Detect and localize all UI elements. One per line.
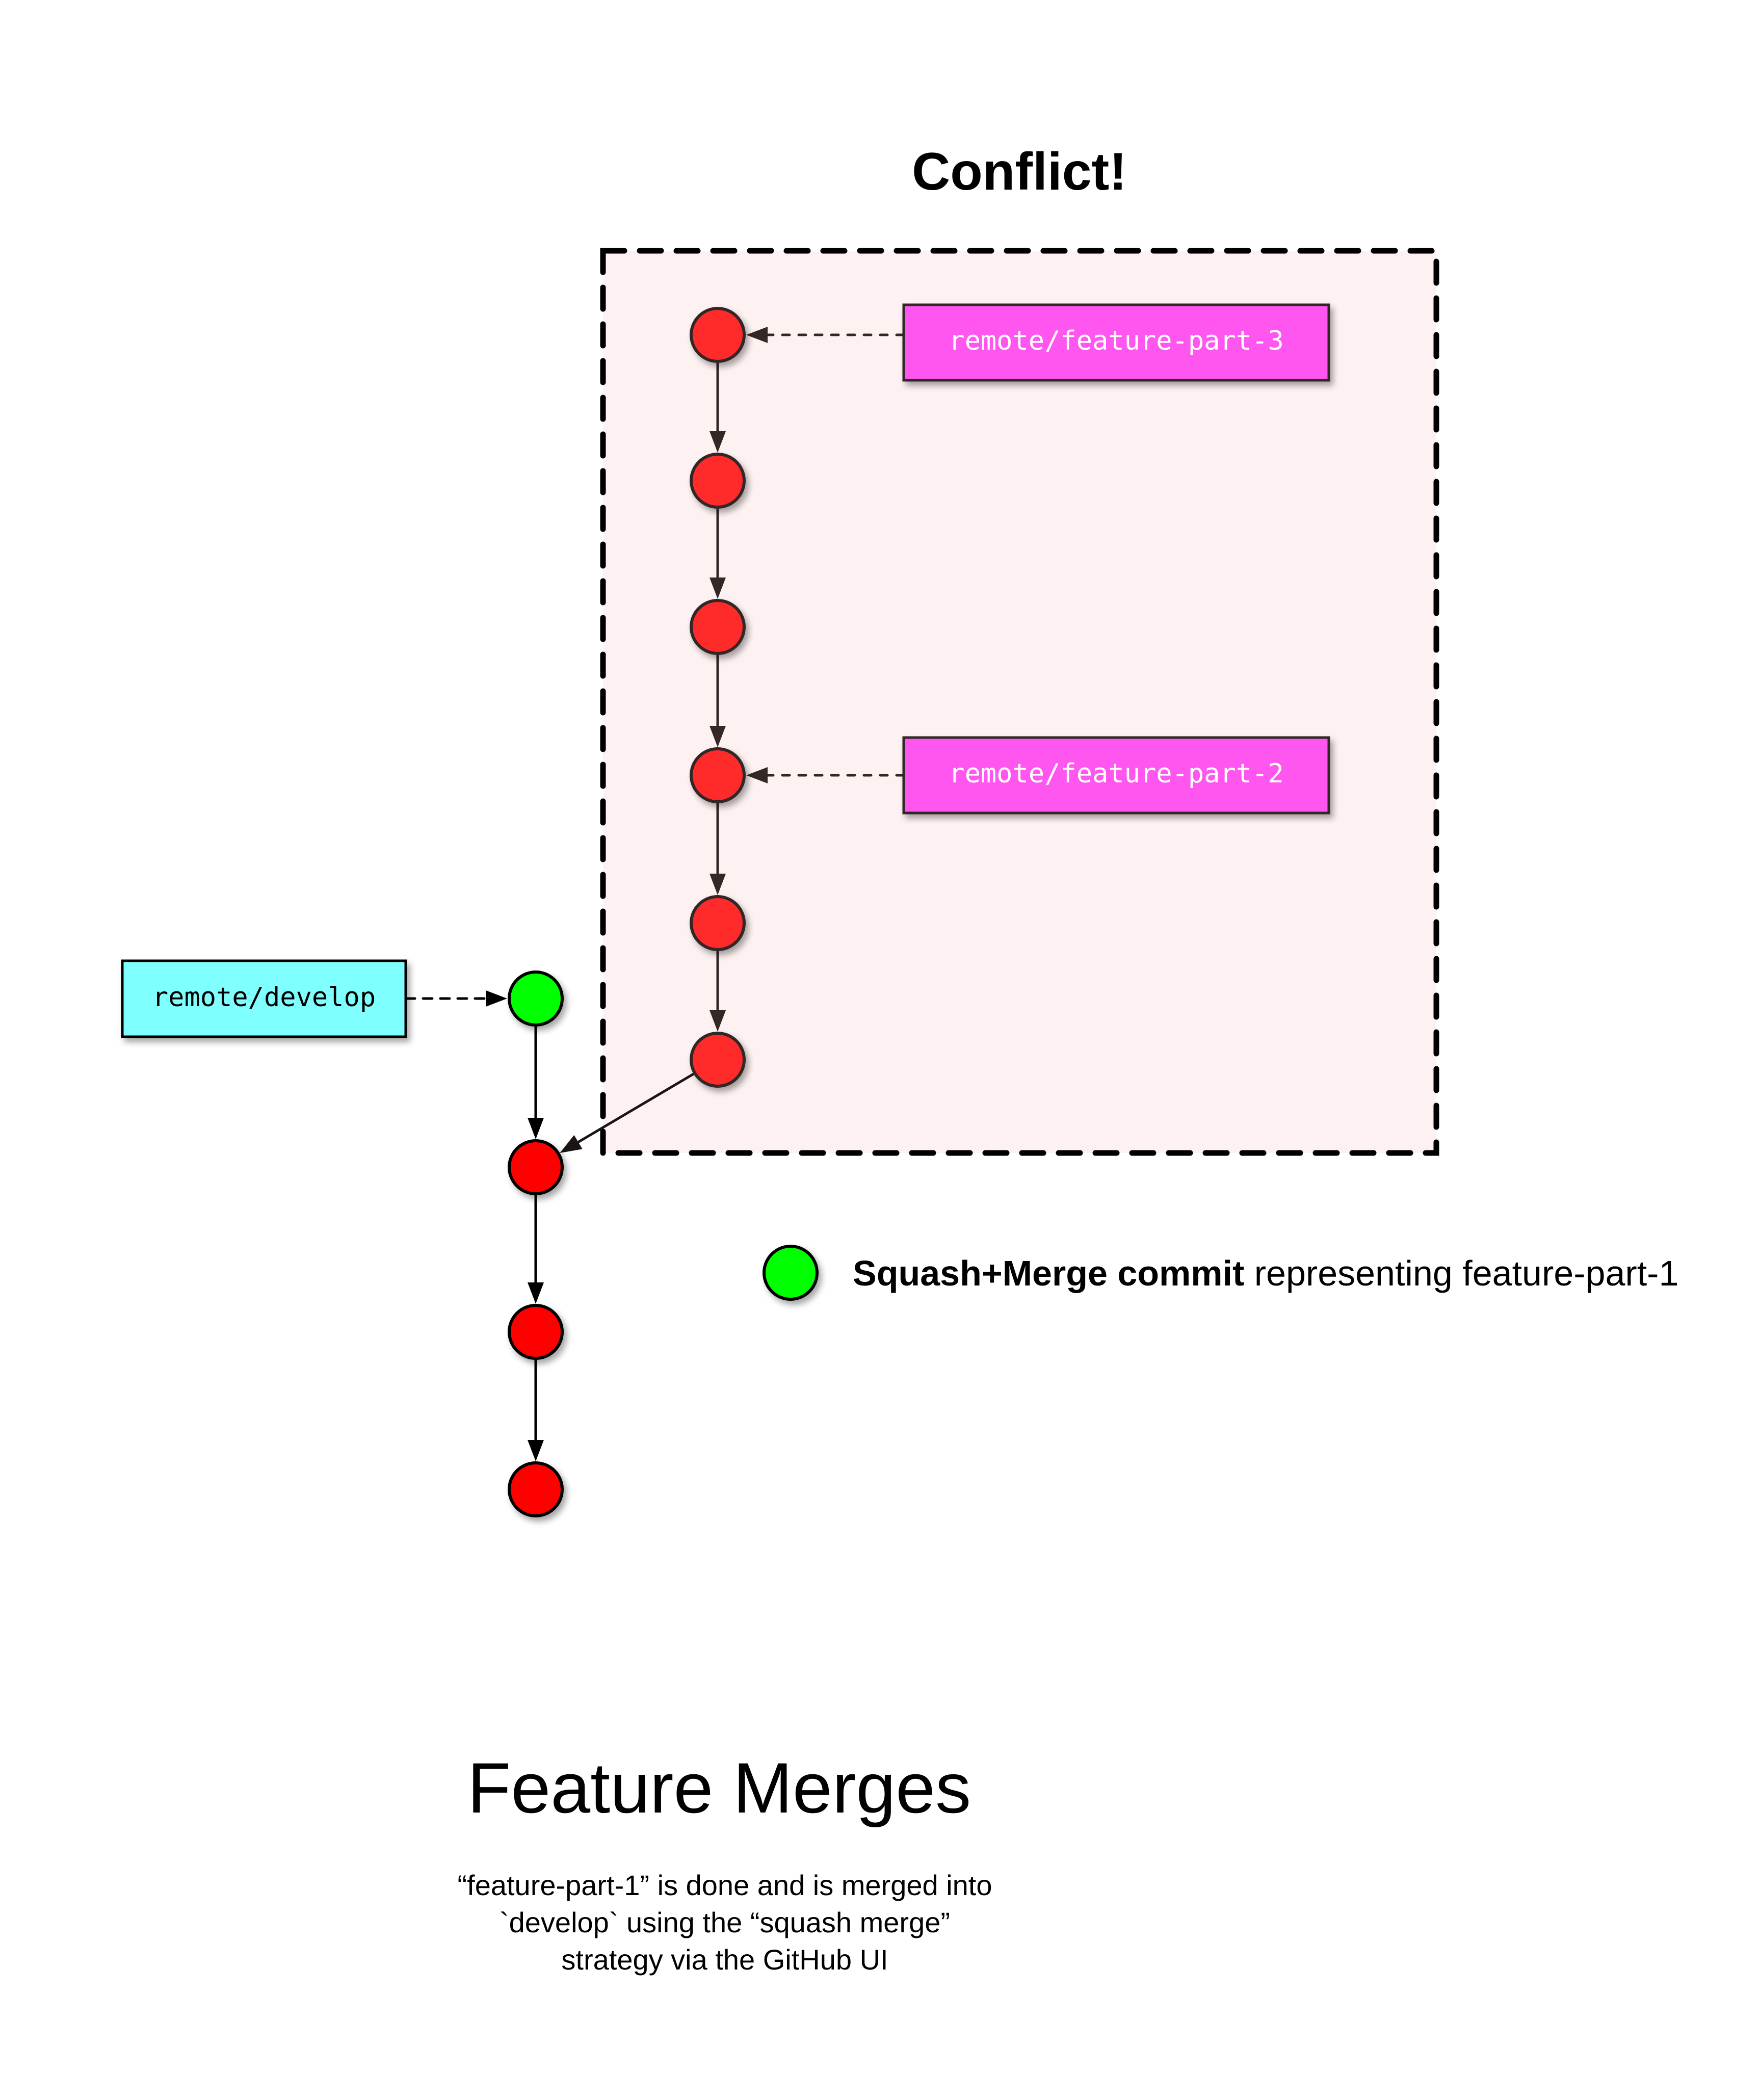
legend-bold-text: Squash+Merge commit (853, 1253, 1244, 1293)
branch-pointer-arrows (404, 327, 905, 1007)
develop-edge-arrowhead (528, 1118, 544, 1139)
feature-commit-node[interactable] (690, 453, 746, 509)
label-box (902, 736, 1330, 815)
feature-edge-arrowhead (710, 1010, 726, 1032)
develop-commit-node[interactable] (508, 1461, 564, 1517)
description-line-1: “feature-part-1” is done and is merged i… (458, 1869, 992, 1901)
label-develop-text: remote/develop (152, 982, 376, 1013)
commit-nodes (508, 307, 746, 1517)
develop-edge-arrowhead (528, 1282, 544, 1304)
page-title: Feature Merges (467, 1748, 971, 1828)
label-feature-part-3-text: remote/feature-part-3 (949, 326, 1283, 356)
branch-label-develop[interactable] (121, 959, 407, 1038)
feature-commit-node[interactable] (690, 747, 746, 803)
conflict-region (600, 248, 1439, 1156)
conflict-heading: Conflict! (912, 142, 1127, 201)
pointer-develop-arrowhead (486, 990, 507, 1007)
feature-edge-arrowhead (710, 874, 726, 895)
pointer-feature-part-3-arrowhead (746, 327, 768, 343)
feature-commit-node[interactable] (690, 1032, 746, 1088)
develop-edge-arrowhead (528, 1440, 544, 1461)
branch-label-feature-part-3[interactable] (902, 303, 1330, 382)
legend-rest-text: representing feature-part-1 (1244, 1253, 1678, 1293)
feature-edge-arrowhead (710, 431, 726, 453)
label-feature-part-2-text: remote/feature-part-2 (949, 758, 1283, 789)
feature-edge-arrowhead (710, 578, 726, 599)
branch-label-feature-part-2[interactable] (902, 736, 1330, 815)
label-box (121, 959, 407, 1038)
description-line-2: `develop` using the “squash merge” (500, 1906, 950, 1938)
feature-edge-arrowhead (710, 726, 726, 747)
feature-commit-node[interactable] (690, 307, 746, 363)
merge-edge-arrowhead (560, 1135, 583, 1153)
feature-commit-node[interactable] (690, 599, 746, 655)
description-line-3: strategy via the GitHub UI (561, 1944, 888, 1976)
commit-edges (528, 363, 726, 1461)
legend-text: Squash+Merge commit representing feature… (853, 1253, 1678, 1293)
feature-commit-node[interactable] (690, 895, 746, 951)
label-box (902, 303, 1330, 382)
merge-edge (577, 1072, 694, 1143)
merge-commit-node[interactable] (508, 1139, 564, 1195)
legend-squash-icon (763, 1245, 819, 1301)
squash-merge-commit-node[interactable] (508, 970, 564, 1027)
pointer-feature-part-2-arrowhead (746, 767, 768, 783)
develop-commit-node[interactable] (508, 1304, 564, 1360)
